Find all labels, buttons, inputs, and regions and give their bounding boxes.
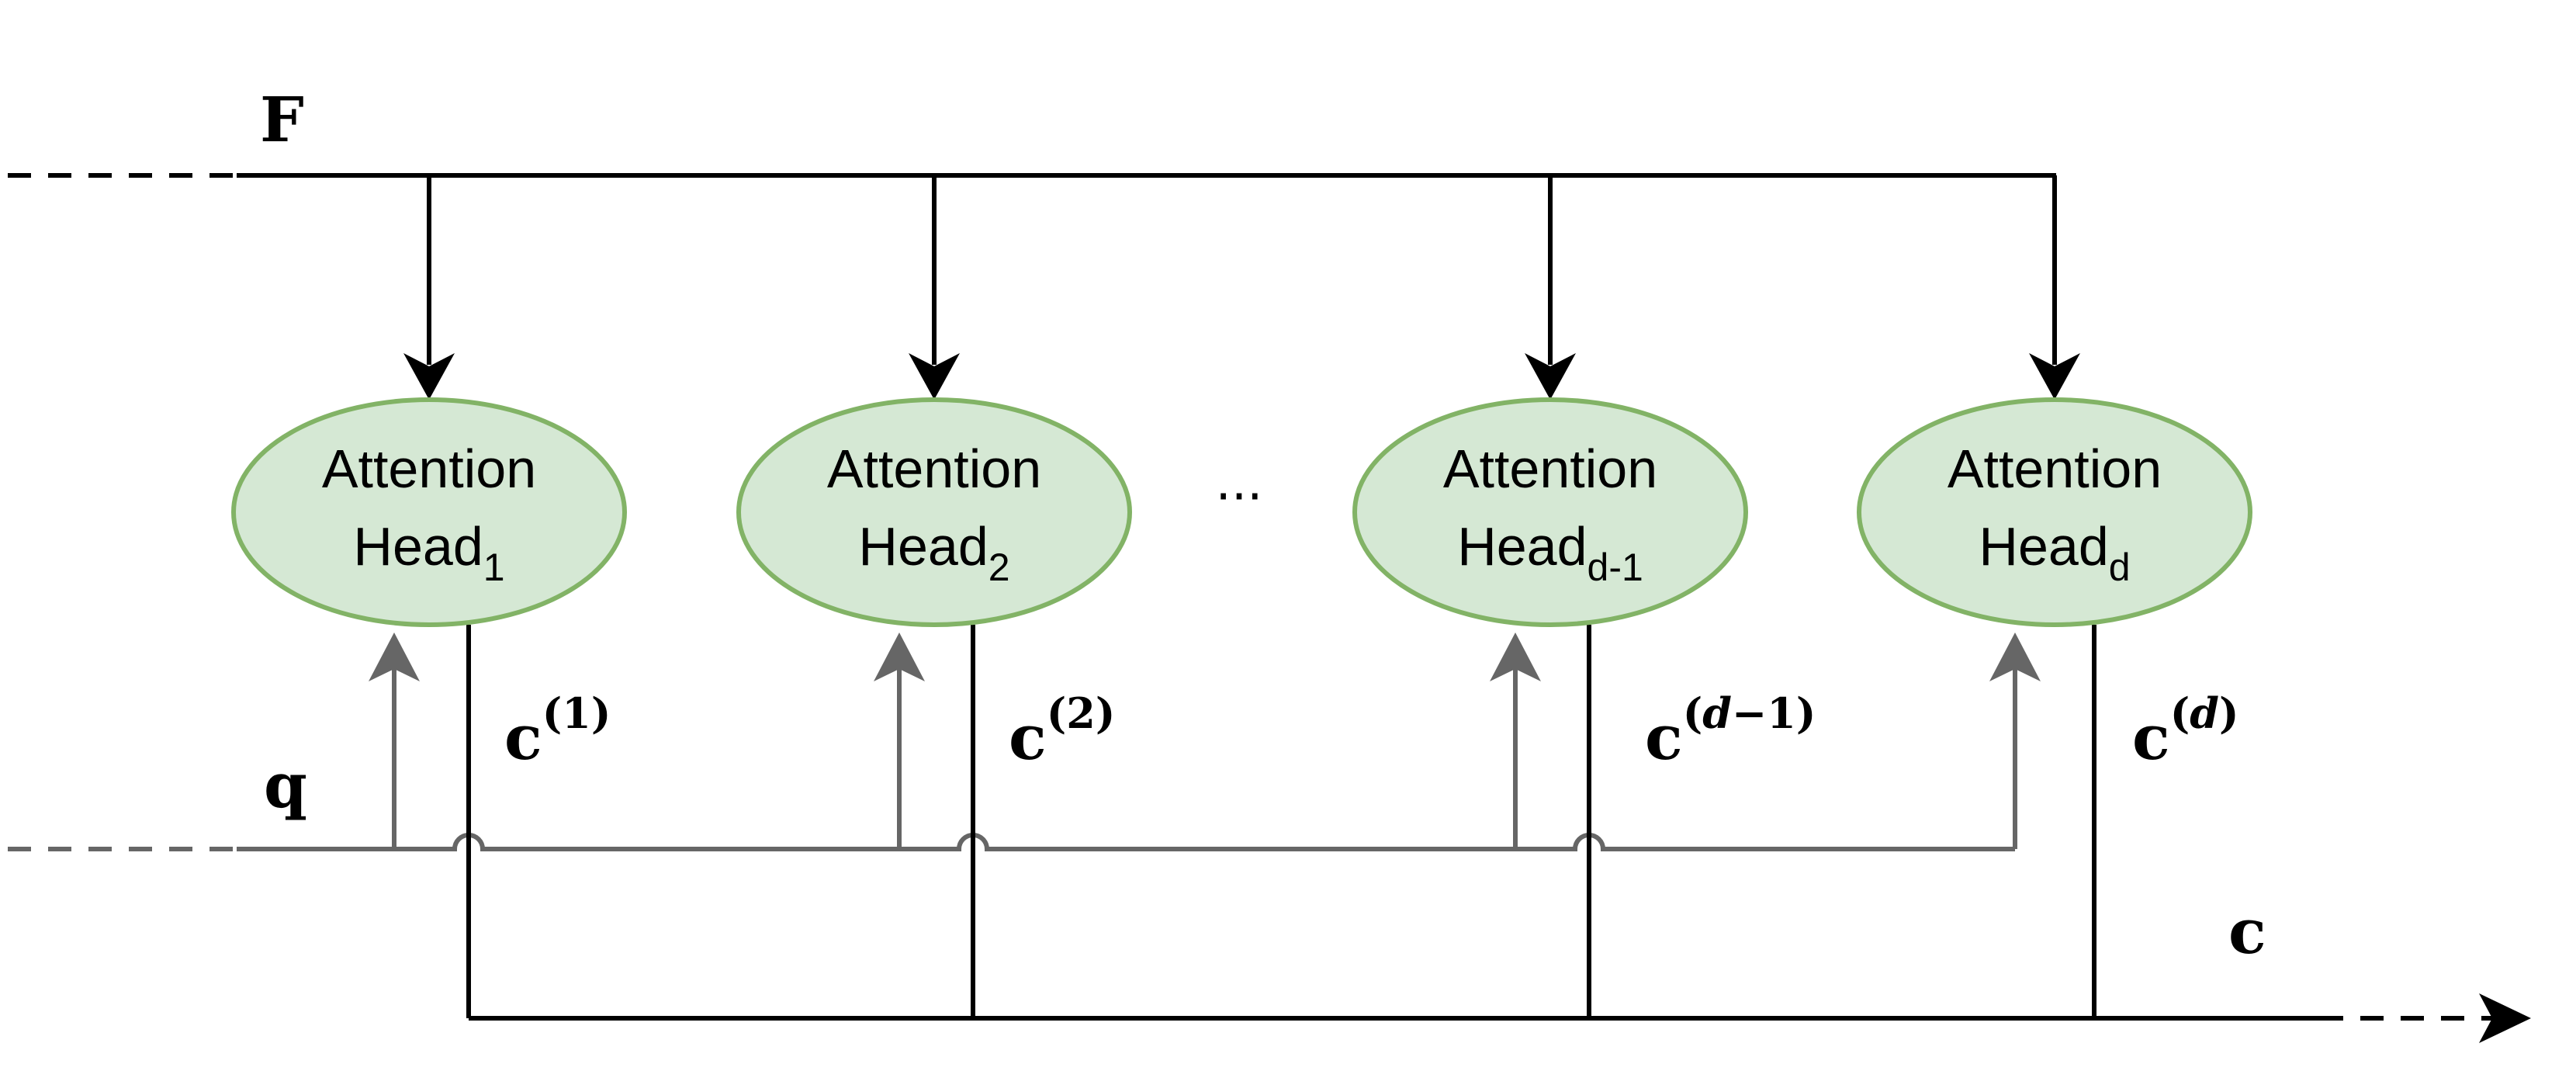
attention-head-d: Attention Headd [1857, 397, 2252, 627]
head-base: Head [1979, 516, 2108, 577]
attention-head-line2: Headd [1979, 516, 2130, 589]
c-output-base: c [1009, 701, 1047, 774]
c-output-base: c [504, 701, 542, 774]
q-arrowhead-2 [874, 633, 925, 681]
f-arrowhead-1 [403, 353, 455, 400]
head-base: Head [1457, 516, 1587, 577]
f-arrowhead-2 [909, 353, 960, 400]
attention-head-line1: Attention [827, 438, 1041, 499]
attention-head-d-minus-1: Attention Headd-1 [1352, 397, 1748, 627]
c-output-label-2: c(2) [1009, 688, 1115, 774]
q-label: q [264, 749, 307, 822]
attention-head-2: Attention Head2 [736, 397, 1132, 627]
c-output-label-d-minus-1: c(d−1) [1645, 688, 1816, 774]
head-subscript: 1 [483, 546, 505, 589]
c-output-label-1: c(1) [504, 688, 611, 774]
q-arrowhead-4 [1989, 633, 2041, 681]
c-output-label-d: c(d) [2132, 688, 2239, 774]
c-output-base: c [1645, 701, 1683, 774]
attention-head-line2: Head2 [858, 516, 1009, 589]
q-risers [369, 633, 2041, 849]
f-arrowhead-3 [1525, 353, 1576, 400]
head-subscript: d [2109, 546, 2131, 589]
attention-head-ellipse [1857, 397, 2252, 627]
f-arrowhead-4 [2029, 353, 2080, 400]
attention-head-ellipse [1352, 397, 1748, 627]
c-bus-arrowhead [2479, 993, 2531, 1043]
c-outputs [466, 625, 2096, 1018]
c-label: c [2228, 895, 2266, 968]
q-bus-line [237, 833, 2015, 851]
attention-head-line1: Attention [322, 438, 536, 499]
attention-head-line2: Head1 [353, 516, 504, 589]
head-subscript: d-1 [1587, 546, 1643, 589]
head-base: Head [858, 516, 988, 577]
attention-head-1: Attention Head1 [231, 397, 627, 627]
attention-head-line2: Headd-1 [1457, 516, 1643, 589]
attention-head-line1: Attention [1443, 438, 1657, 499]
f-drops [403, 175, 2080, 400]
q-arrowhead-3 [1490, 633, 1541, 681]
f-label: F [260, 83, 304, 156]
q-bus [8, 833, 2015, 851]
ellipsis: ··· [1215, 469, 1262, 526]
head-subscript: 2 [989, 546, 1010, 589]
q-arrowhead-1 [369, 633, 420, 681]
attention-head-ellipse [231, 397, 627, 627]
head-base: Head [353, 516, 483, 577]
attention-head-ellipse [736, 397, 1132, 627]
c-output-base: c [2132, 701, 2170, 774]
attention-head-line1: Attention [1948, 438, 2162, 499]
